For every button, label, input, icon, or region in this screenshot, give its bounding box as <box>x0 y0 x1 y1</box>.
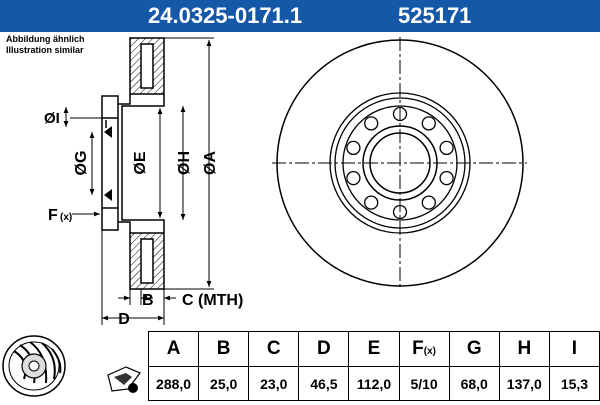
horizontal-dimensions <box>101 230 176 325</box>
bolt-hole-marker <box>104 126 112 138</box>
spec-header-label: F <box>412 338 424 359</box>
spec-header-e: E <box>348 331 400 367</box>
label-h: ØH <box>176 151 193 175</box>
spec-header-h: H <box>498 331 550 367</box>
hat-outline <box>101 94 131 233</box>
label-a: ØA <box>202 151 219 175</box>
spec-header-d: D <box>298 331 350 367</box>
header-bar: 24.0325-0171.1 525171 <box>0 0 600 32</box>
bolt-hole <box>439 170 454 186</box>
bolt-hole-marker-lower <box>104 189 112 201</box>
spec-header-sub: (x) <box>423 346 437 357</box>
front-view <box>272 37 527 290</box>
friction-inner-edge <box>329 92 471 234</box>
label-i: ØI <box>44 110 60 127</box>
illustration-note: Abbildung ähnlich Illustration similar <box>6 34 85 56</box>
hat-outer-edge <box>334 97 466 229</box>
spec-header-f: F(x) <box>398 331 450 367</box>
spec-value-c: 23,0 <box>248 366 300 401</box>
bolt-hole <box>364 116 379 131</box>
vent-channel-bottom <box>140 238 154 284</box>
hat-inner-outline <box>121 94 165 233</box>
label-f-sub: (x) <box>60 212 72 223</box>
disc-outer-edge <box>276 39 524 287</box>
bolt-hole <box>421 195 436 210</box>
thumbnail-image <box>2 335 141 397</box>
label-f: F <box>48 207 58 224</box>
label-b: B <box>142 292 154 309</box>
note-english: Illustration similar <box>6 45 84 55</box>
hub-bore-outer <box>362 125 438 201</box>
technical-drawing: ØA ØH ØE ØG ØI F (x) B C (MTH) D <box>44 37 527 328</box>
label-g: ØG <box>73 151 90 176</box>
bolt-hole <box>392 106 408 122</box>
product-thumbnail <box>0 331 148 400</box>
spec-header-c: C <box>248 331 300 367</box>
vent-channel-top <box>140 43 154 89</box>
vertical-dimensions <box>63 37 214 290</box>
label-e: ØE <box>132 151 149 174</box>
label-c: C (MTH) <box>182 292 243 309</box>
hat-inner-edge <box>342 105 458 221</box>
note-german: Abbildung ähnlich <box>6 34 85 44</box>
hub-bore <box>369 132 431 194</box>
spec-value-b: 25,0 <box>198 366 250 401</box>
spec-header-i: I <box>548 331 600 367</box>
bolt-hole <box>346 140 361 156</box>
spec-header-a: A <box>147 331 200 367</box>
spec-value-h: 137,0 <box>498 366 550 401</box>
bolt-hole <box>346 170 361 186</box>
bolt-hole <box>364 195 379 210</box>
label-d: D <box>118 311 130 328</box>
spec-value-f: 5/10 <box>398 366 450 401</box>
spec-value-g: 68,0 <box>448 366 500 401</box>
spec-value-e: 112,0 <box>348 366 400 401</box>
disc-thumbnail <box>2 335 66 397</box>
article-code: 525171 <box>398 3 472 28</box>
spec-header-g: G <box>448 331 500 367</box>
cross-section-view <box>101 37 165 290</box>
part-number: 24.0325-0171.1 <box>148 3 303 28</box>
bolt-hole <box>439 140 454 156</box>
bolt-hole <box>392 204 408 220</box>
brake-component-icon <box>107 366 141 393</box>
spec-value-i: 15,3 <box>548 366 600 401</box>
spec-value-d: 46,5 <box>298 366 350 401</box>
spec-value-a: 288,0 <box>147 366 200 401</box>
bolt-holes <box>346 106 454 220</box>
spec-header-b: B <box>198 331 250 367</box>
bolt-hole <box>421 116 436 131</box>
